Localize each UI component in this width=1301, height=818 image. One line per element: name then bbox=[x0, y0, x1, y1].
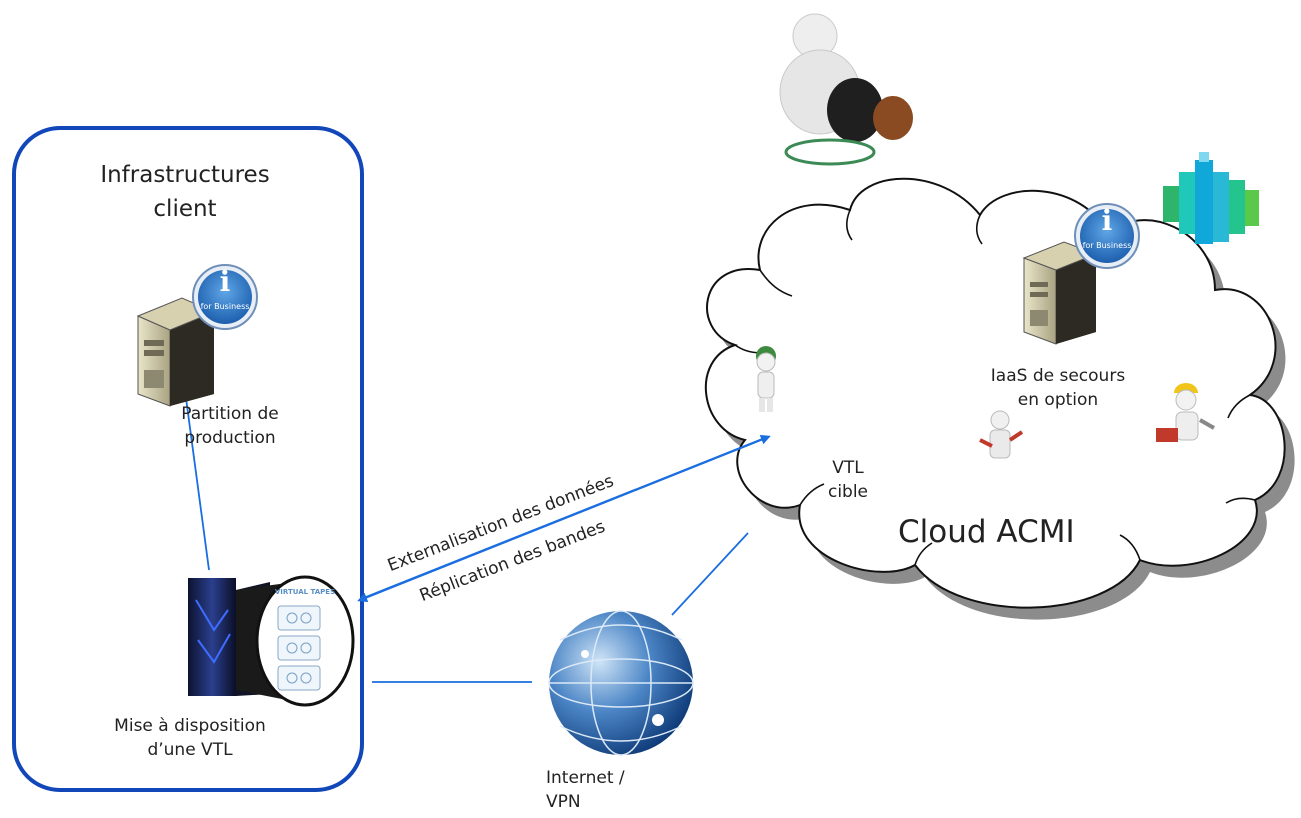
worker-toolbox-icon bbox=[1156, 383, 1215, 442]
iaas-label: IaaS de secours en option bbox=[968, 364, 1148, 412]
cloud-title: Cloud ACMI bbox=[898, 514, 1075, 550]
internet-label-line2: VPN bbox=[546, 792, 581, 812]
client-title-line2: client bbox=[153, 196, 217, 222]
iaas-label-line1: IaaS de secours bbox=[990, 366, 1126, 386]
cloud-badge-caption: for Business bbox=[1082, 241, 1132, 250]
partition-to-vtl-line bbox=[185, 397, 210, 571]
cloud-badge-letter: i bbox=[1101, 204, 1113, 237]
internet-label: Internet / VPN bbox=[546, 766, 626, 814]
client-infrastructure-box bbox=[12, 126, 364, 792]
partition-label-line2: production bbox=[184, 428, 276, 448]
vtl-provision-label: Mise à disposition d’une VTL bbox=[80, 714, 300, 762]
virtual-tapes-bubble bbox=[255, 575, 355, 707]
vtl-target-line1: VTL bbox=[832, 458, 864, 478]
client-title: Infrastructures client bbox=[60, 158, 310, 226]
internet-label-line1: Internet / bbox=[546, 768, 625, 788]
badge-caption: for Business bbox=[200, 302, 250, 311]
iaas-server-icon bbox=[1022, 241, 1098, 345]
crystal-logo-icon bbox=[1163, 152, 1259, 244]
stamp-person-icon bbox=[779, 13, 913, 166]
vtl-target-line2: cible bbox=[827, 482, 869, 502]
client-title-line1: Infrastructures bbox=[100, 162, 270, 188]
vtl-target-label: VTL cible bbox=[808, 456, 888, 504]
badge-letter: i bbox=[219, 265, 231, 298]
ibm-i-badge-icon bbox=[192, 264, 258, 330]
repair-figure-icon bbox=[979, 410, 1024, 459]
partition-label: Partition de production bbox=[160, 402, 300, 450]
production-server-icon bbox=[136, 297, 216, 407]
engineer-figure-icon bbox=[756, 346, 776, 412]
virtual-tapes-label: VIRTUAL TAPES bbox=[274, 588, 336, 596]
partition-label-line1: Partition de bbox=[181, 404, 279, 424]
cloud-shape bbox=[704, 177, 1286, 609]
replication-arrow-back bbox=[357, 435, 769, 603]
internet-to-cloud-line bbox=[671, 532, 749, 616]
cloud-ibm-i-badge-icon bbox=[1074, 203, 1140, 269]
internet-globe-icon bbox=[548, 610, 694, 756]
iaas-label-line2: en option bbox=[1017, 390, 1099, 410]
vtl-provision-line1: Mise à disposition bbox=[114, 716, 266, 736]
vtl-provision-line2: d’une VTL bbox=[147, 740, 233, 760]
